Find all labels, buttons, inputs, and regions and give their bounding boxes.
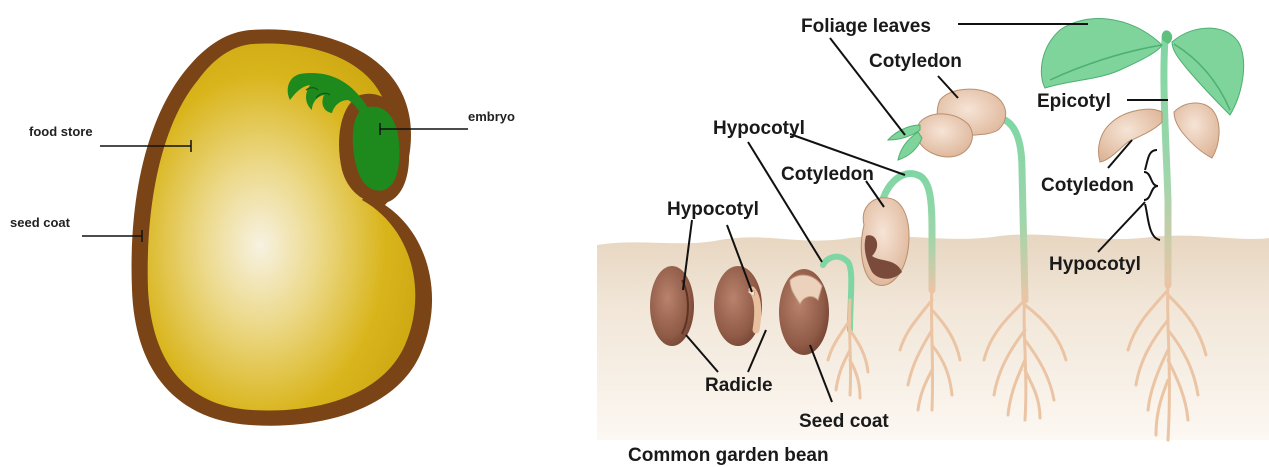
label-hypocotyl-right: Hypocotyl — [1049, 254, 1141, 275]
label-cotyledon-right: Cotyledon — [1041, 175, 1134, 196]
label-radicle: Radicle — [705, 375, 773, 396]
seed-section: food store seed coat embryo — [10, 29, 515, 425]
label-seed-coat-bean: Seed coat — [799, 411, 889, 432]
label-hypocotyl-left: Hypocotyl — [667, 199, 759, 220]
label-embryo: embryo — [468, 109, 515, 124]
caption-common-garden-bean: Common garden bean — [628, 445, 829, 466]
label-seed-coat: seed coat — [10, 215, 71, 230]
label-food-store: food store — [29, 124, 93, 139]
label-foliage-leaves: Foliage leaves — [801, 16, 931, 37]
label-hypocotyl-upper: Hypocotyl — [713, 118, 805, 139]
germination-sequence: Foliage leaves Cotyledon Epicotyl Hypoco… — [597, 16, 1269, 466]
label-cotyledon-mid: Cotyledon — [781, 164, 874, 185]
label-epicotyl: Epicotyl — [1037, 91, 1111, 112]
label-cotyledon-top: Cotyledon — [869, 51, 962, 72]
